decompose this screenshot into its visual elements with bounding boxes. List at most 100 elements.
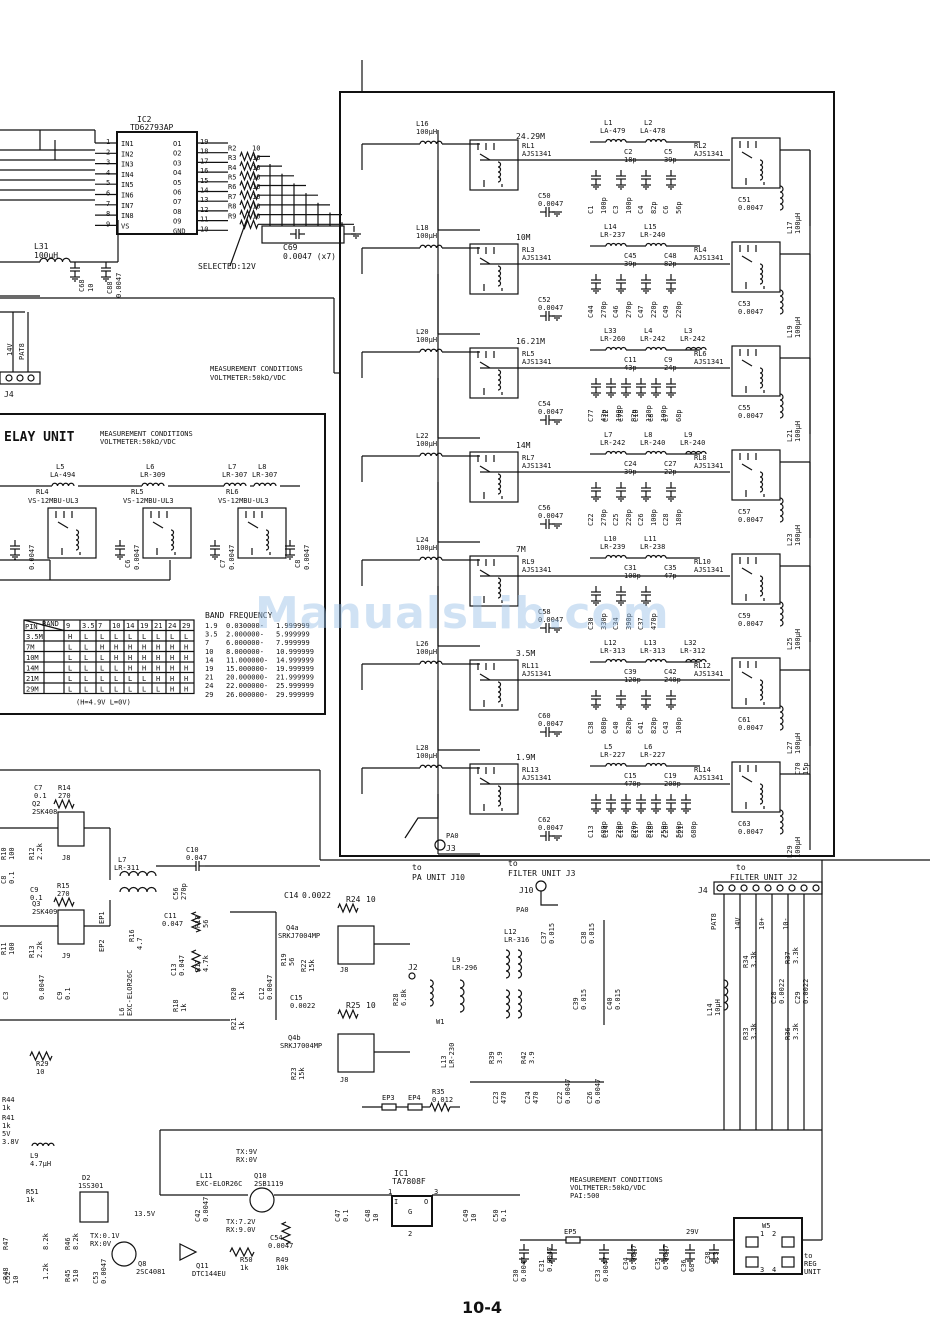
filter-coil-ref: L19 bbox=[786, 325, 794, 338]
ic2-input-label: VS bbox=[121, 222, 129, 230]
inductor-symbol bbox=[605, 450, 627, 455]
r18-val: 56 bbox=[202, 920, 210, 928]
filter-shunt-cap-val: 220p bbox=[675, 301, 683, 318]
filter-cap-val: 0.0047 bbox=[538, 824, 563, 832]
j4r-pin-label: PAT8 bbox=[710, 913, 718, 930]
band-row-to: 5.999999 bbox=[276, 631, 310, 639]
resistor-symbol bbox=[239, 189, 259, 201]
filter-out-cap-val: 0.0047 bbox=[738, 204, 763, 212]
filter-coil-ref: L25 bbox=[786, 637, 794, 650]
j4-right-connector bbox=[713, 881, 823, 895]
ic1-pin-o: O bbox=[424, 1198, 428, 1206]
filter-l-val: 100µH bbox=[416, 648, 437, 656]
band-row-num: 14 bbox=[205, 656, 213, 664]
q4a-mosfet bbox=[337, 925, 375, 965]
c34-val: 0.0047 bbox=[630, 1245, 638, 1270]
pin bbox=[728, 884, 736, 892]
ic2-body bbox=[116, 131, 198, 235]
relay-box bbox=[731, 553, 781, 605]
pin bbox=[5, 374, 13, 382]
r48-val: 1.2k bbox=[42, 1262, 50, 1280]
ic2-res-value: 10 bbox=[252, 183, 260, 191]
relay-cap-val: 0.0047 bbox=[303, 545, 311, 570]
filter-relay-part: AJS1341 bbox=[522, 774, 552, 782]
ic2-res-value: 10 bbox=[252, 144, 260, 152]
ic2-out-pin: 18 bbox=[200, 148, 208, 156]
filter-shunt-cap-val: 680p bbox=[600, 821, 608, 838]
c22-val: 0.0047 bbox=[564, 1079, 572, 1104]
resistor-symbol bbox=[29, 1050, 53, 1062]
filter-series-cap-ref: C24 bbox=[624, 460, 637, 468]
ic2-in-pin: 3 bbox=[106, 159, 110, 167]
meas-cond-pai: PAI:500 bbox=[570, 1192, 600, 1200]
inductor-symbol bbox=[645, 346, 667, 351]
w1-label: W1 bbox=[436, 1018, 444, 1026]
inductor-symbol bbox=[645, 450, 667, 455]
table-cell: L bbox=[156, 686, 160, 694]
table-cell: L bbox=[114, 665, 118, 673]
resistor-symbol bbox=[53, 798, 75, 810]
relay-inductor-ref: L5 bbox=[56, 463, 64, 471]
inductor-symbol bbox=[505, 989, 511, 1019]
ic2-in-pin: 8 bbox=[106, 210, 110, 218]
filter-shunt-cap-ref: C49 bbox=[662, 305, 670, 318]
filter-shunt-cap-val: 220p bbox=[625, 509, 633, 526]
filter-shunt-cap-ref: C37 bbox=[637, 617, 645, 630]
relay-box bbox=[469, 659, 519, 711]
ic1-pin2: 2 bbox=[408, 1230, 412, 1238]
table-cell: L bbox=[68, 675, 72, 683]
filter-shunt-cap-val: 750p bbox=[660, 821, 668, 838]
inductor-symbol bbox=[779, 809, 784, 835]
table-head-cell: 24 bbox=[168, 622, 176, 630]
c14-ref: C14 bbox=[284, 891, 299, 900]
filter-unit-border bbox=[339, 91, 835, 857]
relay-unit-box bbox=[0, 413, 326, 715]
filter-coil-val: 100µH bbox=[794, 629, 802, 650]
r50-ref: R50 bbox=[240, 1256, 253, 1264]
filter-series-cap-ref: C15 bbox=[624, 772, 637, 780]
table-cell: L bbox=[100, 654, 104, 662]
band-row-to: 25.999999 bbox=[276, 682, 314, 690]
ic2-resistor: R3 bbox=[228, 154, 236, 162]
resistor-symbol bbox=[239, 199, 259, 211]
relay-cap-val: 0.0047 bbox=[133, 545, 141, 570]
filter-shunt-cap-val: 120p bbox=[645, 405, 653, 422]
r12-val: 2.2k bbox=[36, 842, 44, 860]
q4b-mosfet bbox=[337, 1033, 375, 1073]
filter-shunt-cap-val: 100p bbox=[650, 509, 658, 526]
r42-ref: R42 bbox=[520, 1051, 528, 1064]
filter-out-cap-ref: C63 bbox=[738, 820, 751, 828]
filter-inductor-ref: L4 bbox=[644, 327, 652, 335]
filter-series-cap-val: 39p bbox=[624, 260, 637, 268]
pin bbox=[716, 884, 724, 892]
c38b-ref: C38 bbox=[704, 1251, 712, 1264]
band-row-from: 22.000000- bbox=[226, 682, 268, 690]
filter-coil-val: 100µH bbox=[794, 733, 802, 754]
l7-ref: L7 bbox=[118, 856, 126, 864]
table-cell: L bbox=[84, 686, 88, 694]
r18b-ref: R18 bbox=[172, 999, 180, 1012]
pin bbox=[776, 884, 784, 892]
v29-label: 29V bbox=[686, 1228, 699, 1236]
c8-val: 0.1 bbox=[8, 871, 16, 884]
filter-out-cap-ref: C55 bbox=[738, 404, 751, 412]
ic2-in-pin: 9 bbox=[106, 220, 110, 228]
c35-val: 0.0047 bbox=[662, 1245, 670, 1270]
c12-val: 0.0047 bbox=[266, 975, 274, 1000]
inductor-symbol bbox=[223, 482, 247, 487]
filter-shunt-cap-ref: C14 bbox=[602, 825, 610, 838]
ic2-input-label: IN6 bbox=[121, 192, 134, 200]
filter-out-cap-ref: C51 bbox=[738, 196, 751, 204]
filter-relay-ref: RL13 bbox=[522, 766, 539, 774]
j9-label: J9 bbox=[62, 952, 70, 960]
filter-inductor-ref: L2 bbox=[644, 119, 652, 127]
filter-inductor-val: LR-240 bbox=[640, 439, 665, 447]
c33-val: 0.0047 bbox=[602, 1257, 610, 1282]
filter-l-val: 100µH bbox=[416, 336, 437, 344]
band-row-to: 10.999999 bbox=[276, 648, 314, 656]
relay-contact bbox=[479, 673, 491, 681]
c42-ref: C42 bbox=[194, 1209, 202, 1222]
filter-relay-ref: RL3 bbox=[522, 246, 535, 254]
table-cell: H bbox=[184, 665, 188, 673]
